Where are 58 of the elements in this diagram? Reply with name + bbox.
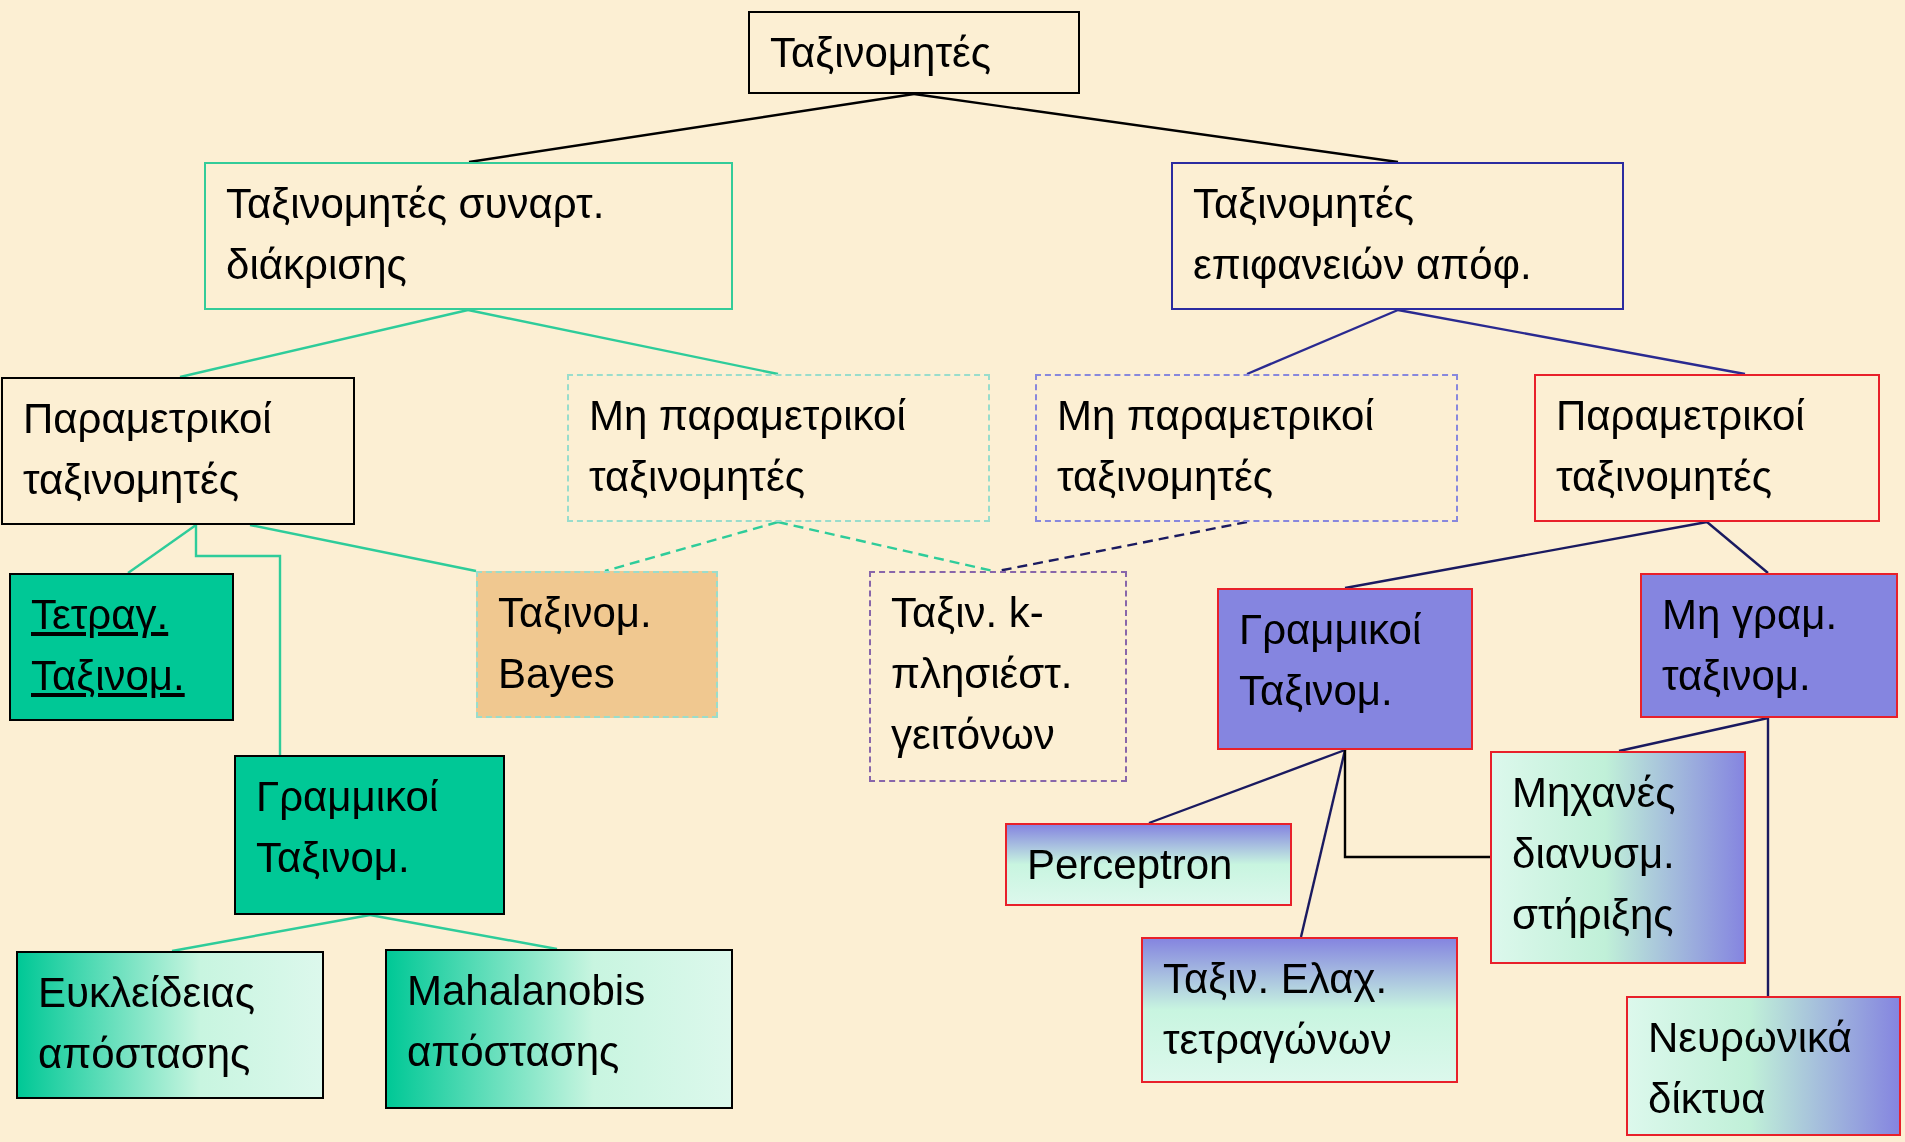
- connector-line: [468, 92, 915, 164]
- node-label: Ταξινομητές επιφανειών απόφ.: [1193, 179, 1533, 290]
- method-box: [16, 951, 324, 1099]
- node-label: Perceptron: [1027, 840, 1234, 890]
- node-label: Γραμμικοί Ταξινομ.: [1239, 605, 1423, 716]
- connector-line: [1706, 521, 1769, 574]
- connector-line: [604, 520, 779, 573]
- node-label: Παραμετρικοί ταξινομητές: [23, 394, 273, 505]
- connector-line: [1343, 750, 1490, 859]
- category-box: [1035, 374, 1458, 522]
- connector-line: [369, 913, 558, 951]
- method-box: [476, 571, 718, 718]
- method-box: [234, 755, 505, 915]
- method-box: [1141, 937, 1458, 1083]
- connector-line: [171, 913, 371, 953]
- node-label: Ταξινομ. Bayes: [498, 588, 653, 699]
- node-label: Μη παραμετρικοί ταξινομητές: [1057, 391, 1375, 502]
- category-box: [1171, 162, 1624, 310]
- method-box: [1005, 823, 1292, 906]
- connector-line: [777, 520, 994, 573]
- connector-line: [1397, 308, 1746, 376]
- title-box: [748, 11, 1080, 94]
- connector-line: [249, 523, 477, 573]
- connector-line: [1766, 718, 1770, 996]
- connector-line: [1344, 520, 1708, 590]
- node-label: Παραμετρικοί ταξινομητές: [1556, 391, 1806, 502]
- category-box: [1534, 374, 1880, 522]
- node-label: Μηχανές διανυσμ. στήριξης: [1512, 768, 1677, 940]
- connector-line: [1618, 716, 1769, 753]
- node-label: Γραμμικοί Ταξινομ.: [256, 772, 440, 883]
- method-box: [1640, 573, 1898, 718]
- node-label: Μη γραμ. ταξινομ.: [1662, 590, 1839, 701]
- connector-line: [179, 308, 469, 379]
- category-box: [567, 374, 990, 522]
- method-box: [9, 573, 234, 721]
- node-label: Τετραγ. Ταξινομ.: [31, 590, 186, 701]
- method-box: [1490, 751, 1746, 964]
- connector-line: [1148, 748, 1346, 825]
- connector-line: [467, 308, 779, 376]
- node-label: Νευρωνικά δίκτυα: [1648, 1013, 1853, 1124]
- node-label: Ταξινομητές συναρτ. διάκρισης: [226, 179, 606, 290]
- method-box: [869, 571, 1127, 782]
- category-box: [1, 377, 355, 525]
- method-box: [385, 949, 733, 1109]
- node-label: Ταξιν. k-πλησιέστ. γειτόνων: [891, 588, 1074, 760]
- connector-line: [194, 525, 282, 755]
- connector-line: [1246, 308, 1399, 376]
- connector-line: [127, 524, 197, 574]
- node-label: Ευκλείδειας απόστασης: [38, 968, 256, 1079]
- category-box: [204, 162, 733, 310]
- method-box: [1217, 588, 1473, 750]
- method-box: [1626, 996, 1901, 1136]
- node-label: Mahalanobis απόστασης: [407, 966, 647, 1077]
- node-label: Μη παραμετρικοί ταξινομητές: [589, 391, 907, 502]
- node-label: Ταξινομητές: [770, 28, 992, 78]
- connector-line: [1299, 749, 1347, 938]
- node-label: Ταξιν. Ελαχ. τετραγώνων: [1163, 954, 1393, 1065]
- connector-line: [913, 92, 1399, 164]
